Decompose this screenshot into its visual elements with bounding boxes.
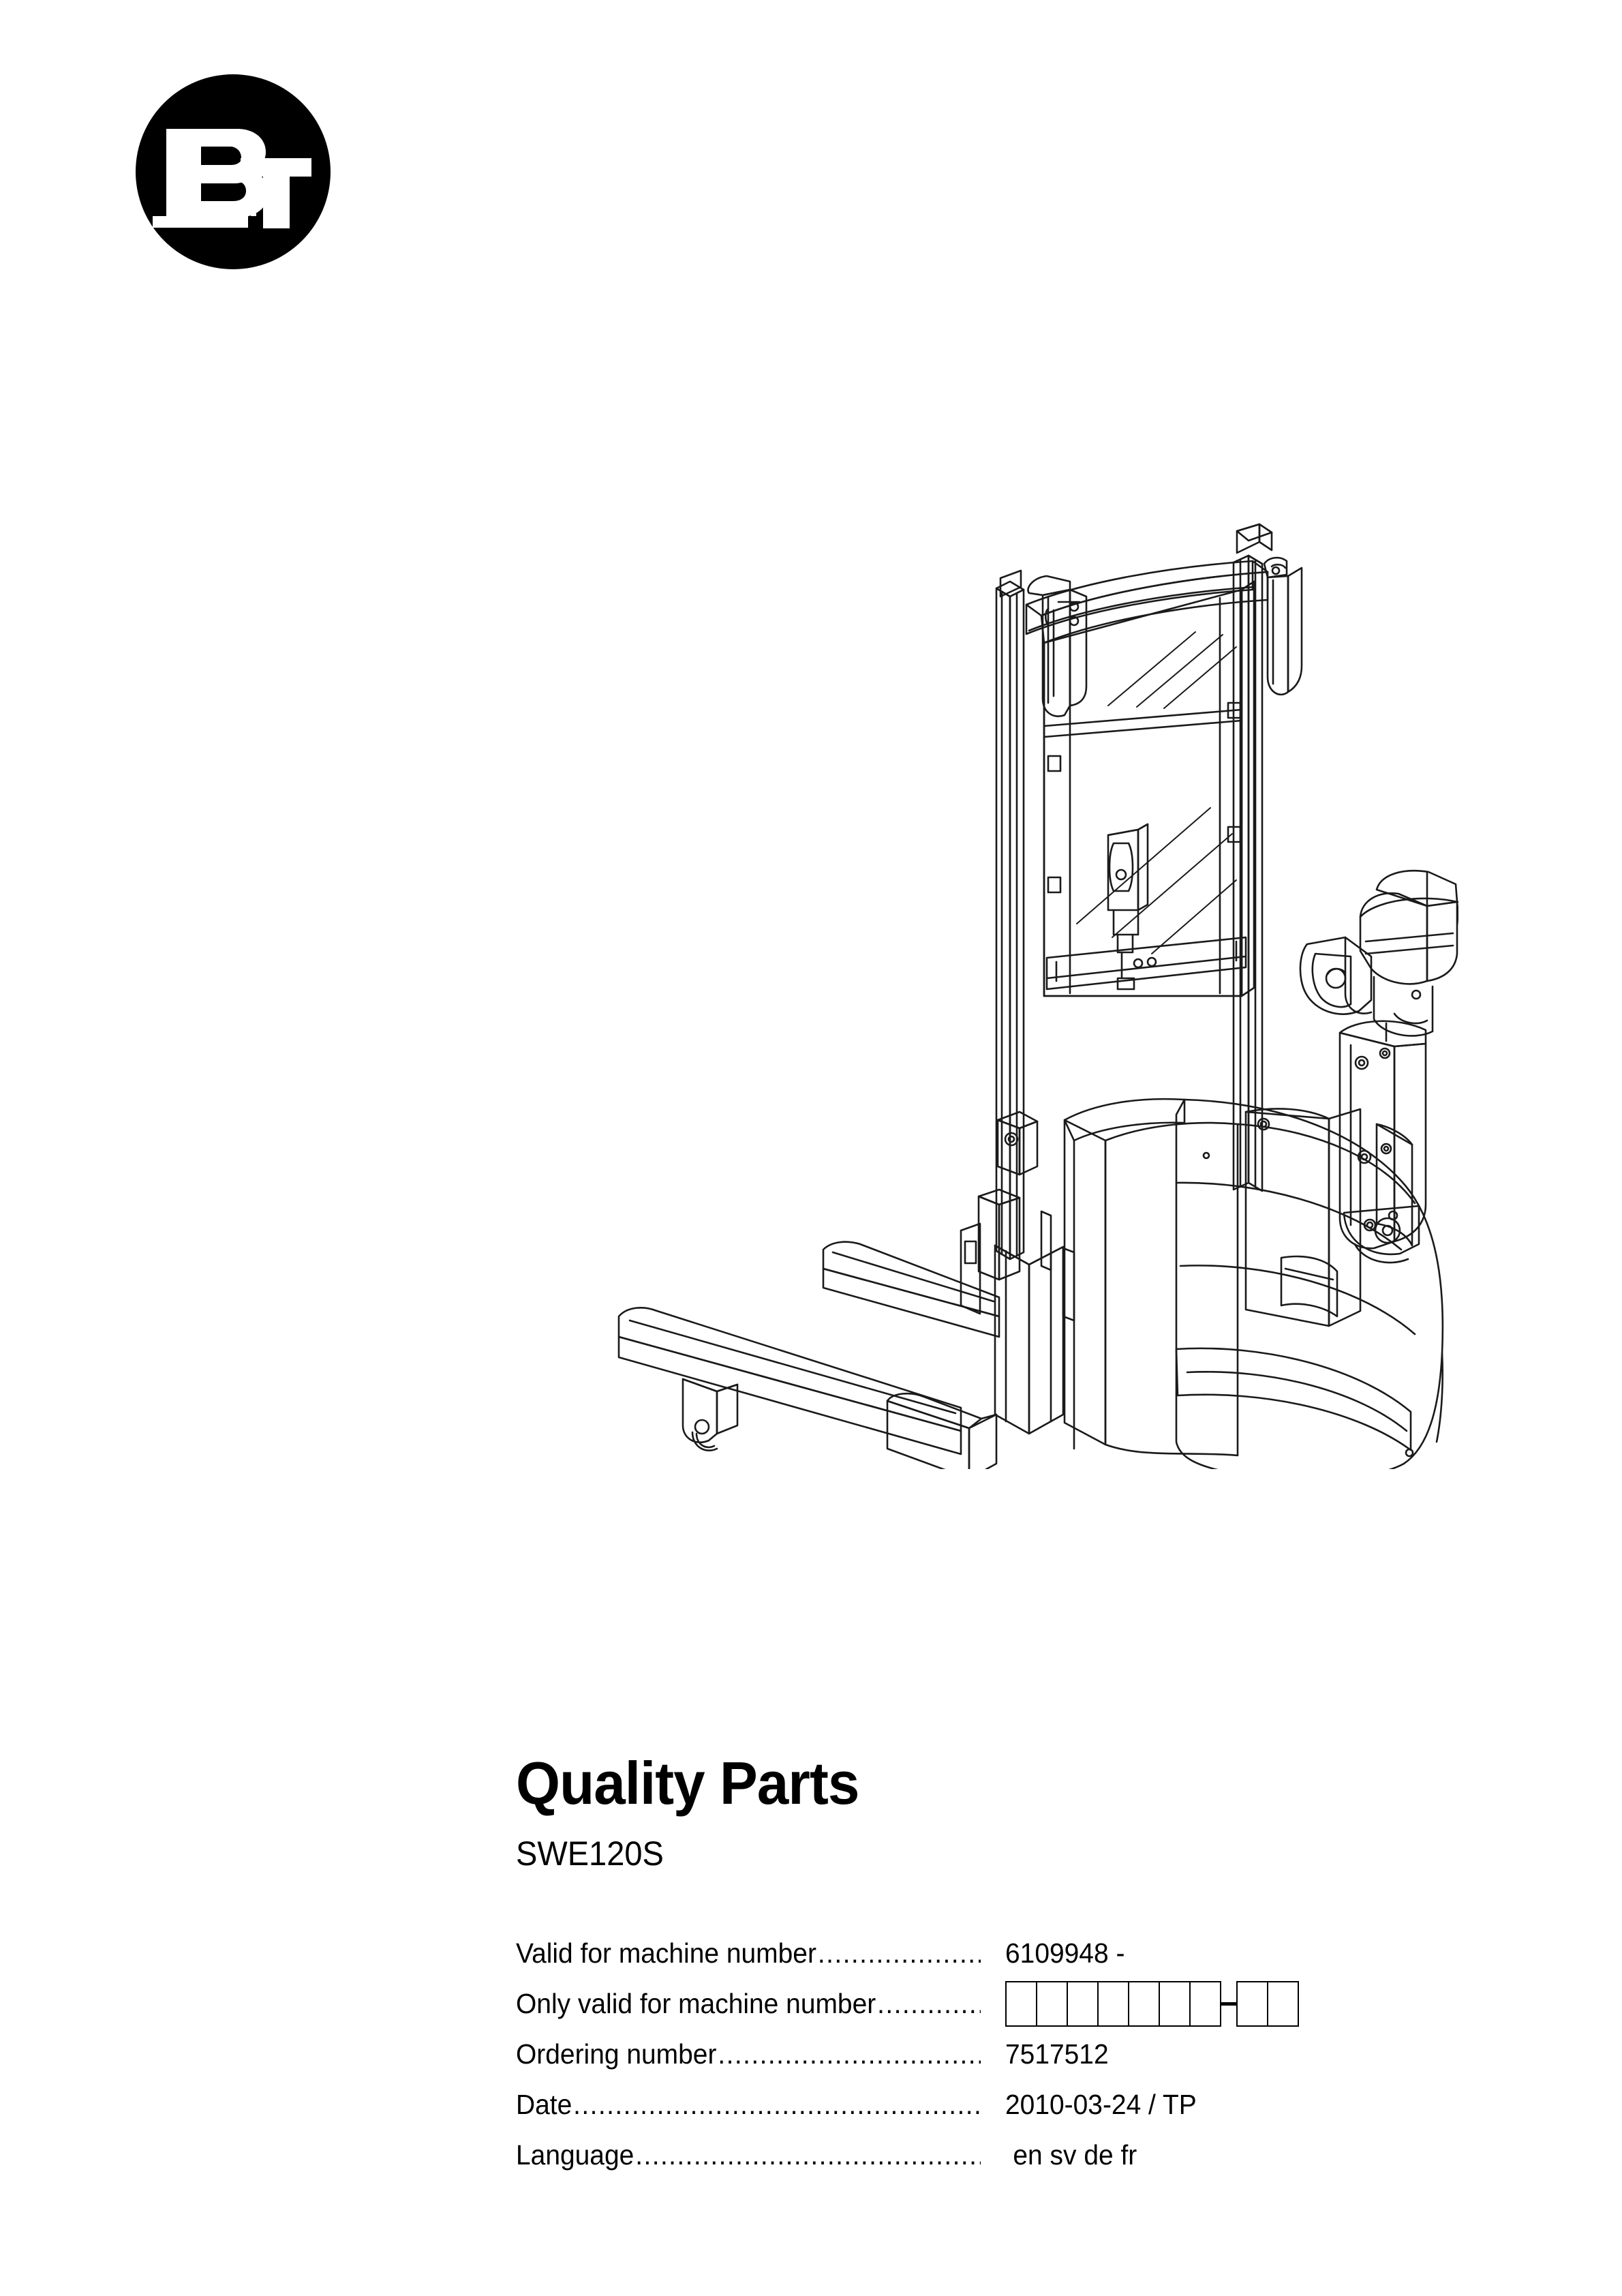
machine-number-box[interactable]: [1128, 1980, 1160, 2027]
logo-letter-t: [241, 158, 311, 228]
spec-row-valid-for-machine-number: Valid for machine number ...............…: [516, 1928, 1470, 1978]
mast-lower-bracket: [960, 1188, 1021, 1315]
battery-cover: [1244, 1108, 1362, 1327]
fork-carriage-bar: [1045, 936, 1247, 991]
forks: [617, 1241, 1000, 1469]
machine-number-box[interactable]: [1097, 1980, 1129, 2027]
spec-label-wrap: Valid for machine number ...............…: [516, 1937, 981, 1969]
spec-label: Valid for machine number: [516, 1937, 816, 1969]
tiller-arm: [1338, 1020, 1427, 1264]
main-body-cowling: [1063, 1098, 1444, 1469]
machine-number-box[interactable]: [1267, 1980, 1299, 2027]
spec-leader-dots: ........................................…: [718, 2038, 981, 2070]
logo-underbar: [153, 216, 248, 228]
lift-cylinder-assembly: [1107, 823, 1149, 991]
logo-letter-t-tick: [251, 171, 256, 216]
bt-logo: [135, 74, 331, 270]
panel-highlight-lines: [1076, 631, 1237, 954]
chassis-column: [994, 1244, 1065, 1435]
spec-row-ordering-number: Ordering number ........................…: [516, 2029, 1470, 2079]
spec-value-date: 2010-03-24 / TP: [1005, 2088, 1197, 2120]
spec-leader-dots: ........................................…: [877, 1987, 981, 2019]
chassis-details: [1040, 1151, 1210, 1322]
hydraulic-unit: [996, 1111, 1039, 1176]
cover-text-block: Quality Parts SWE120S Valid for machine …: [516, 1753, 1470, 2180]
spec-leader-dots: ........................................…: [817, 1937, 981, 1969]
spec-label: Only valid for machine number: [516, 1987, 876, 2019]
page-title: Quality Parts: [516, 1749, 859, 1817]
spec-value-language: en sv de fr: [1013, 2139, 1137, 2171]
machine-number-box-field[interactable]: [1005, 1980, 1299, 2027]
mast-top-caps: [999, 523, 1273, 598]
tiller-head: [1299, 869, 1458, 1042]
spec-label: Ordering number: [516, 2038, 717, 2070]
spec-label-wrap: Date ...................................…: [516, 2089, 981, 2121]
model-designation: SWE120S: [516, 1834, 664, 1873]
spec-row-only-valid-for-machine-number: Only valid for machine number ..........…: [516, 1978, 1470, 2029]
spec-value-valid-for-machine-number: 6109948 -: [1005, 1937, 1125, 1969]
logo-letter-b: [166, 129, 269, 217]
spec-row-date: Date ...................................…: [516, 2079, 1470, 2130]
spec-label-wrap: Ordering number ........................…: [516, 2038, 981, 2070]
machine-number-box[interactable]: [1067, 1980, 1099, 2027]
spec-label-wrap: Only valid for machine number ..........…: [516, 1988, 981, 2020]
mast-inner-rail-right: [1232, 554, 1264, 1192]
spec-row-language: Language ...............................…: [516, 2130, 1470, 2180]
spec-leader-dots: ........................................…: [573, 2088, 981, 2120]
spec-label-wrap: Language ...............................…: [516, 2139, 981, 2171]
spec-value-ordering-number: 7517512: [1005, 2038, 1109, 2070]
load-backrest-panel: [1043, 580, 1255, 997]
mast-guard-right: [1263, 556, 1303, 696]
product-illustration: [593, 501, 1458, 1469]
machine-number-box[interactable]: [1036, 1980, 1068, 2027]
machine-number-box[interactable]: [1005, 1980, 1037, 2027]
machine-number-separator-dash: [1221, 2002, 1238, 2006]
machine-number-box[interactable]: [1189, 1980, 1221, 2027]
spec-label: Language: [516, 2139, 634, 2171]
machine-number-box[interactable]: [1236, 1980, 1268, 2027]
mast-guard-left: [1027, 575, 1088, 717]
spec-label: Date: [516, 2088, 572, 2120]
spec-leader-dots: ........................................…: [635, 2139, 981, 2171]
machine-number-box[interactable]: [1159, 1980, 1191, 2027]
